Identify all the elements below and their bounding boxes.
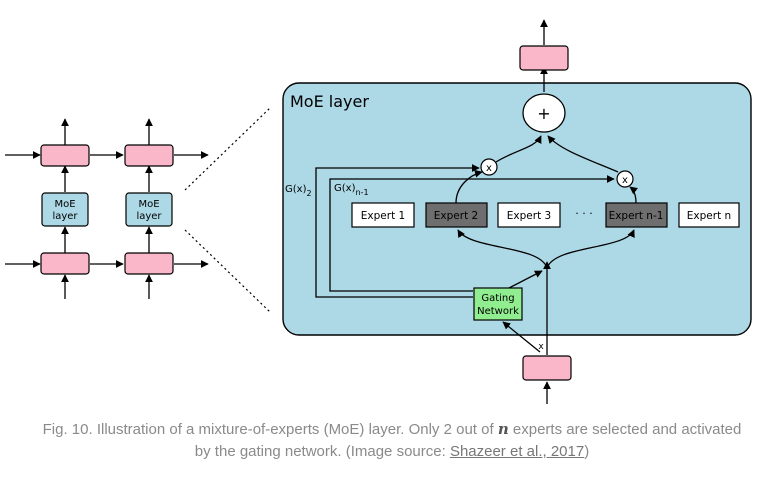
multiply-node-expert-n1 (616, 170, 634, 188)
output-box (519, 45, 569, 71)
caption-text-1: Fig. 10. Illustration of a mixture-of-ex… (42, 421, 498, 438)
sum-node (522, 93, 566, 133)
left-moe-label-1a: MoE (54, 199, 75, 210)
left-moe-box-1 (41, 192, 89, 227)
input-box (522, 355, 572, 381)
zoom-line-bottom (184, 229, 271, 313)
experts-ellipsis: · · · (575, 207, 592, 220)
expert-2-box (425, 202, 488, 228)
gating-label-1: Gating (481, 293, 514, 304)
moe-diagram: MoE layer MoE layer MoE layer + G(x)2 G(… (5, 19, 752, 404)
gating-network-box (473, 287, 523, 321)
expert-1-label: Expert 1 (361, 210, 405, 222)
expert-n-box (678, 202, 740, 228)
expert-n1-box (605, 202, 668, 228)
gate-label-n1: G(x)n-1 (334, 183, 369, 197)
left-pink-box-top-1 (40, 144, 90, 167)
caption-variable-n: n (497, 420, 509, 438)
expert-2-label: Expert 2 (434, 210, 478, 222)
expert-3-label: Expert 3 (507, 210, 551, 222)
left-pink-box-top-2 (124, 144, 174, 167)
multiply-symbol-2: x (622, 175, 628, 186)
left-pink-box-bottom-2 (124, 252, 174, 275)
multiply-symbol-1: x (486, 163, 492, 174)
expert-1-box (351, 202, 415, 228)
multiply-node-expert-2 (480, 158, 498, 176)
sum-symbol: + (537, 104, 550, 123)
zoom-line-top (184, 107, 271, 191)
figure-caption: Fig. 10. Illustration of a mixture-of-ex… (40, 418, 744, 463)
caption-source-link[interactable]: Shazeer et al., 2017 (449, 443, 585, 460)
gating-label-2: Network (477, 306, 519, 317)
gate-label-2: G(x)2 (285, 184, 312, 198)
input-multiply-symbol: x (538, 342, 544, 352)
moe-layer-title: MoE layer (290, 92, 369, 111)
left-moe-label-2b: layer (136, 211, 162, 222)
left-network: MoE layer MoE layer (5, 118, 209, 299)
caption-text-2: experts are selected and activated by th… (194, 421, 742, 460)
expert-3-box (497, 202, 561, 228)
left-pink-box-bottom-1 (40, 252, 90, 275)
expert-n1-label: Expert n-1 (609, 210, 664, 222)
expert-n-label: Expert n (687, 210, 731, 222)
caption-text-3: ) (584, 443, 590, 460)
left-moe-label-1b: layer (52, 211, 78, 222)
left-moe-box-2 (125, 192, 173, 227)
left-moe-label-2a: MoE (138, 199, 159, 210)
